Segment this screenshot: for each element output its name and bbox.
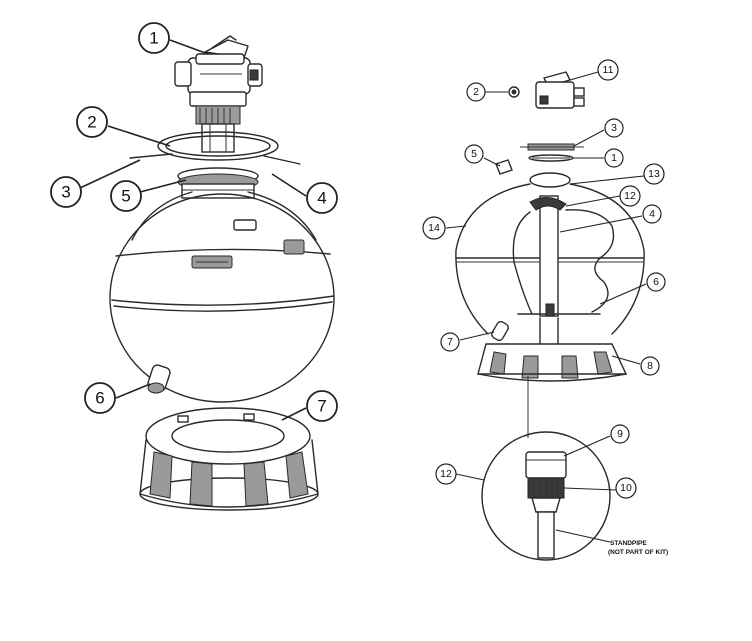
callout-left-7: 7: [306, 390, 338, 422]
callout-left-4: 4: [306, 182, 338, 214]
callout-label: 6: [653, 276, 659, 288]
callout-label: 12: [440, 468, 452, 480]
callout-right-2: 2: [466, 82, 486, 102]
callout-label: 7: [317, 397, 326, 416]
callout-right-6: 6: [646, 272, 666, 292]
callout-label: 14: [428, 222, 440, 234]
small-bracket: [495, 159, 513, 175]
callout-left-3: 3: [50, 176, 82, 208]
callout-left-6: 6: [84, 382, 116, 414]
left-callouts: 1 2 3 5 4 6 7: [50, 22, 338, 422]
callout-label: 5: [121, 187, 130, 206]
callout-label: 2: [87, 113, 96, 132]
callout-left-1: 1: [138, 22, 170, 54]
callout-label: 12: [624, 190, 636, 202]
callout-detail-9: 9: [610, 424, 630, 444]
callout-label: 4: [649, 208, 655, 220]
cutaway-base: [477, 343, 628, 382]
multiport-valve: [174, 35, 263, 153]
callout-label: 11: [603, 64, 614, 76]
drain-plug: [147, 364, 171, 394]
callout-label: 10: [620, 482, 632, 494]
callout-label: 13: [648, 168, 660, 180]
callout-label: 3: [611, 122, 617, 134]
callout-label: 9: [617, 428, 623, 440]
cutaway-drain: [491, 320, 509, 342]
valve-head: [535, 71, 585, 109]
right-callouts: 2 11 3 5 1 13: [422, 59, 666, 499]
filter-base: [139, 407, 319, 511]
callout-detail-12: 12: [435, 463, 457, 485]
callout-label: 2: [473, 86, 479, 98]
callout-left-5: 5: [110, 180, 142, 212]
callout-right-11: 11: [597, 59, 619, 81]
tank-neck: [177, 167, 259, 199]
callout-right-4: 4: [642, 204, 662, 224]
clamp-ring: [129, 131, 301, 165]
detail-view: [481, 431, 611, 561]
pressure-gauge: [508, 86, 520, 98]
callout-label: 3: [61, 183, 70, 202]
callout-right-13: 13: [643, 163, 665, 185]
callout-right-7: 7: [440, 332, 460, 352]
standpipe-note: STANDPIPE (NOT PART OF KIT): [555, 529, 668, 556]
callout-label: 7: [447, 336, 453, 348]
callout-right-12: 12: [619, 185, 641, 207]
filter-tank: [109, 191, 335, 403]
clamp-parts: [520, 143, 584, 162]
callout-right-8: 8: [640, 356, 660, 376]
standpipe-note-line1: STANDPIPE: [610, 540, 647, 547]
callout-label: 8: [647, 360, 653, 372]
callout-detail-10: 10: [615, 477, 637, 499]
callout-label: 4: [317, 189, 326, 208]
callout-right-5: 5: [464, 144, 484, 164]
callout-label: 1: [611, 152, 617, 164]
internal-standpipe: [512, 195, 615, 345]
callout-label: 5: [471, 148, 477, 160]
callout-label: 6: [95, 389, 104, 408]
callout-right-1: 1: [604, 148, 624, 168]
callout-right-14: 14: [422, 216, 446, 240]
standpipe-note-line2: (NOT PART OF KIT): [608, 549, 668, 556]
right-leader-lines: [445, 71, 647, 491]
left-filter-assembly: 1 2 3 5 4 6 7: [50, 22, 338, 511]
callout-right-3: 3: [604, 118, 624, 138]
callout-left-2: 2: [76, 106, 108, 138]
callout-label: 1: [149, 29, 158, 48]
right-filter-cutaway: STANDPIPE (NOT PART OF KIT) 2: [422, 59, 668, 561]
left-leader-lines: [79, 39, 307, 421]
